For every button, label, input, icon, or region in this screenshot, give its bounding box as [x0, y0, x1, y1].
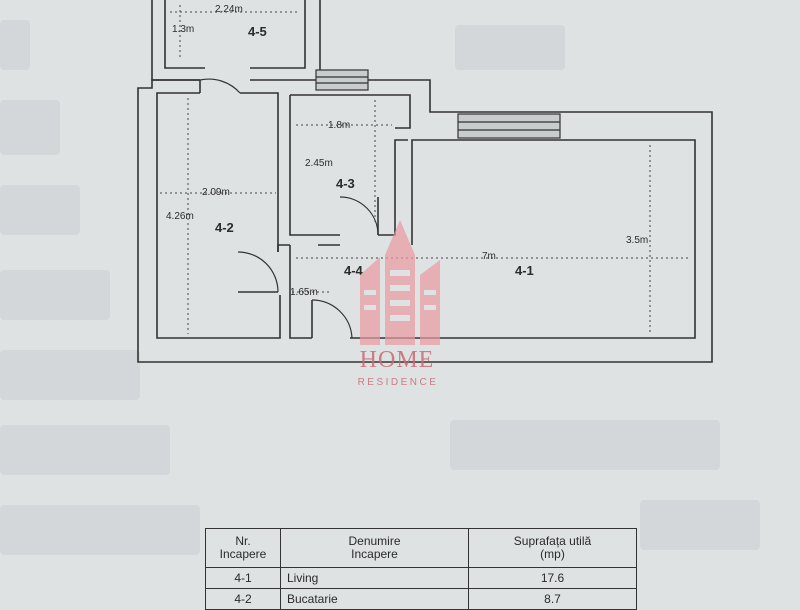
table-header-row: Nr. Incapere Denumire Incapere Suprafața… [205, 528, 637, 568]
table-row: 4-1 Living 17.6 [205, 567, 637, 589]
header-room-name: Denumire Incapere [280, 528, 469, 568]
table-row: 4-2 Bucatarie 8.7 [205, 588, 637, 610]
bg-shape [0, 185, 80, 235]
dimension-4-5-height: 1.3m [172, 24, 195, 35]
room-label-4-5: 4-5 [248, 24, 267, 39]
room-label-4-3: 4-3 [336, 176, 355, 191]
header-room-area: Suprafața utilă (mp) [468, 528, 637, 568]
bg-shape [0, 505, 200, 555]
room-label-4-2: 4-2 [215, 220, 234, 235]
home-residence-logo [360, 220, 440, 345]
dimension-4-3-width: 1.8m [328, 120, 351, 131]
dimension-4-5-width: 2.24m [215, 4, 243, 15]
bg-shape [0, 425, 170, 475]
cell-room-number: 4-1 [205, 567, 281, 589]
dimension-4-2-height: 4.26m [166, 211, 194, 222]
cell-room-number: 4-2 [205, 588, 281, 610]
logo-subtitle: RESIDENCE [357, 377, 439, 388]
cell-room-name: Bucatarie [280, 588, 469, 610]
bg-shape [455, 25, 565, 70]
cell-room-area: 8.7 [468, 588, 637, 610]
bg-shape [0, 270, 110, 320]
logo-title: HOME [359, 347, 435, 373]
cell-room-area: 17.6 [468, 567, 637, 589]
cell-room-name: Living [280, 567, 469, 589]
dimension-4-1-height: 3.5m [626, 235, 649, 246]
bg-shape [0, 350, 140, 400]
bg-shape [0, 20, 30, 70]
header-room-number: Nr. Incapere [205, 528, 281, 568]
rooms-table: Nr. Incapere Denumire Incapere Suprafața… [205, 528, 637, 610]
bg-shape [640, 500, 760, 550]
dimension-4-3-height: 2.45m [305, 158, 333, 169]
room-label-4-4: 4-4 [344, 263, 363, 278]
dimension-4-4-width: 1.65m [290, 287, 318, 298]
dimension-4-2-width: 2.09m [202, 187, 230, 198]
room-label-4-1: 4-1 [515, 263, 534, 278]
dimension-4-1-width: 7m [482, 251, 496, 262]
bg-shape [0, 100, 60, 155]
bg-shape [450, 420, 720, 470]
